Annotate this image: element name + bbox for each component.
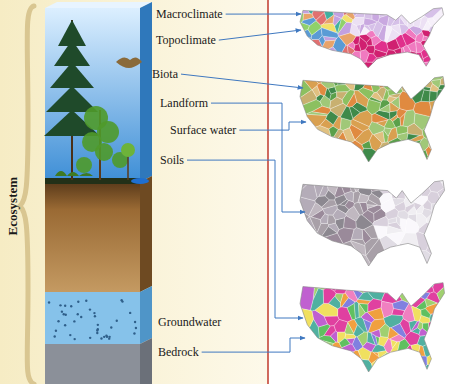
leader-arrow bbox=[239, 122, 306, 130]
layer-label: Macroclimate bbox=[156, 8, 223, 21]
us-map bbox=[300, 280, 446, 372]
leader-arrow bbox=[202, 338, 305, 352]
leader-arrow bbox=[187, 160, 303, 318]
layer-label: Landform bbox=[160, 97, 208, 110]
map-outline bbox=[300, 77, 445, 162]
leader-arrow bbox=[211, 103, 305, 212]
map-outline bbox=[300, 181, 445, 266]
ecosystem-label: Ecosystem bbox=[6, 177, 20, 236]
layer-label: Soils bbox=[160, 154, 184, 167]
map-outline bbox=[300, 8, 444, 68]
panel-border bbox=[267, 0, 269, 384]
layer-label: Surface water bbox=[170, 124, 236, 137]
us-map bbox=[300, 6, 445, 68]
layer-label: Biota bbox=[152, 68, 178, 81]
panel-ground bbox=[0, 0, 268, 384]
us-map bbox=[300, 178, 446, 266]
leader-arrow bbox=[181, 74, 303, 88]
layer-label: Groundwater bbox=[158, 316, 221, 329]
map-outline bbox=[300, 283, 445, 372]
leader-arrow bbox=[219, 30, 301, 40]
layer-label: Bedrock bbox=[158, 346, 199, 359]
us-map bbox=[300, 74, 446, 162]
ecosystem-brace bbox=[20, 6, 34, 384]
soil-column bbox=[44, 2, 152, 384]
layer-label: Topoclimate bbox=[156, 34, 216, 47]
leader-arrow bbox=[226, 14, 301, 15]
